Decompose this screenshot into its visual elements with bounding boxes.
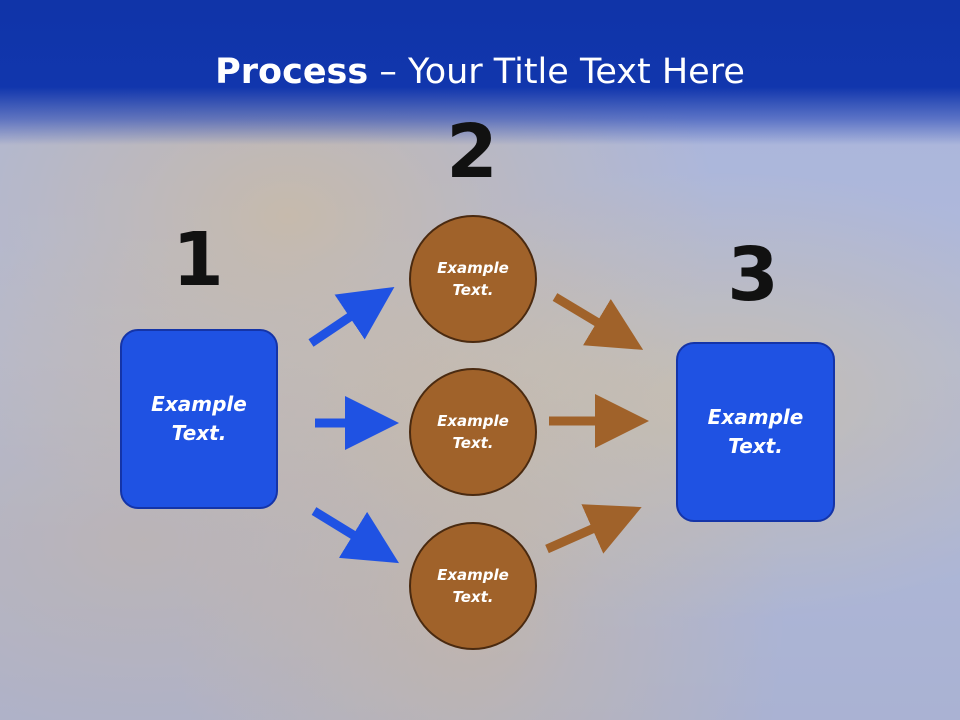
step-number-1: 1 xyxy=(172,217,224,303)
step-3-line1: Example xyxy=(707,405,804,429)
circle-top-line1: Example xyxy=(437,258,509,277)
step-1-line1: Example xyxy=(151,392,247,416)
circle-bottom-line2: Text. xyxy=(452,588,494,606)
arrow-blue-up xyxy=(308,286,395,347)
circle-top-line2: Text. xyxy=(452,281,494,299)
step-1-line2: Text. xyxy=(171,421,227,445)
title-bar xyxy=(0,0,960,145)
arrow-brown-up xyxy=(545,504,642,554)
step-number-2: 2 xyxy=(446,109,498,195)
circle-middle-line1: Example xyxy=(437,411,509,430)
circle-bottom-line1: Example xyxy=(437,565,509,584)
title-rest: – Your Title Text Here xyxy=(368,52,745,92)
step-number-3: 3 xyxy=(727,232,779,318)
arrow-brown-down xyxy=(552,293,644,350)
circle-middle-line2: Text. xyxy=(452,434,494,452)
step-3-line2: Text. xyxy=(728,434,783,458)
title-bold: Process xyxy=(215,52,369,92)
slide-title: Process – Your Title Text Here xyxy=(0,52,960,92)
arrow-blue-down xyxy=(311,507,400,564)
